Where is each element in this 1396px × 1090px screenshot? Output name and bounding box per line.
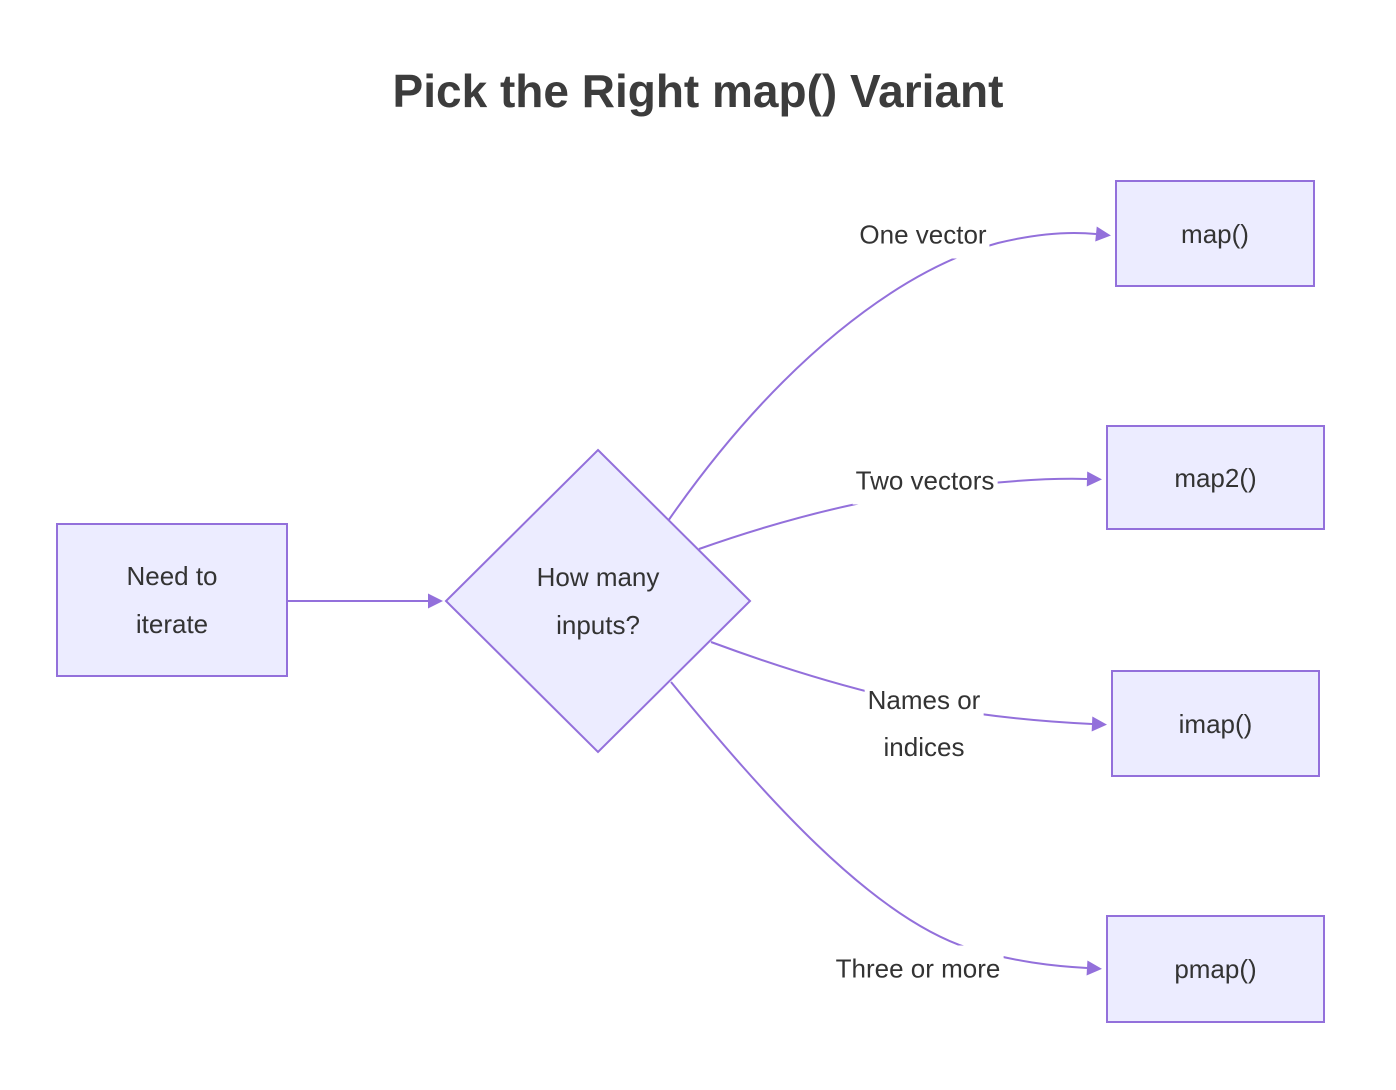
edge-label-names-or-indices: Names or indices	[864, 677, 984, 771]
edge-label-two-vectors: Two vectors	[852, 457, 998, 505]
node-map2: map2()	[1106, 425, 1325, 530]
node-imap-label: imap()	[1178, 708, 1253, 739]
edge-label-names-or-indices-line2: indices	[883, 732, 965, 762]
node-need-to-iterate-line1: Need to	[126, 561, 218, 591]
node-need-to-iterate-line2: iterate	[135, 609, 209, 639]
node-pmap: pmap()	[1106, 915, 1325, 1023]
diagram-title: Pick the Right map() Variant	[392, 65, 1004, 117]
decision-diamond-shape	[444, 448, 752, 754]
node-map-label: map()	[1181, 218, 1249, 249]
node-imap: imap()	[1111, 670, 1320, 777]
edge-label-three-or-more: Three or more	[832, 945, 1004, 993]
edge-decision-to-map	[667, 226, 1111, 522]
node-decision-label: How many inputs?	[458, 553, 738, 649]
node-decision-line2: inputs?	[556, 610, 640, 640]
edge-label-one-vector: One vector	[856, 211, 990, 259]
node-map: map()	[1115, 180, 1315, 287]
node-need-to-iterate: Need to iterate	[56, 523, 288, 677]
node-map2-label: map2()	[1174, 462, 1257, 493]
node-decision-line1: How many	[536, 562, 660, 592]
edge-label-names-or-indices-line1: Names or	[867, 685, 981, 715]
edge-decision-to-pmap	[670, 681, 1102, 976]
node-pmap-label: pmap()	[1174, 954, 1257, 984]
